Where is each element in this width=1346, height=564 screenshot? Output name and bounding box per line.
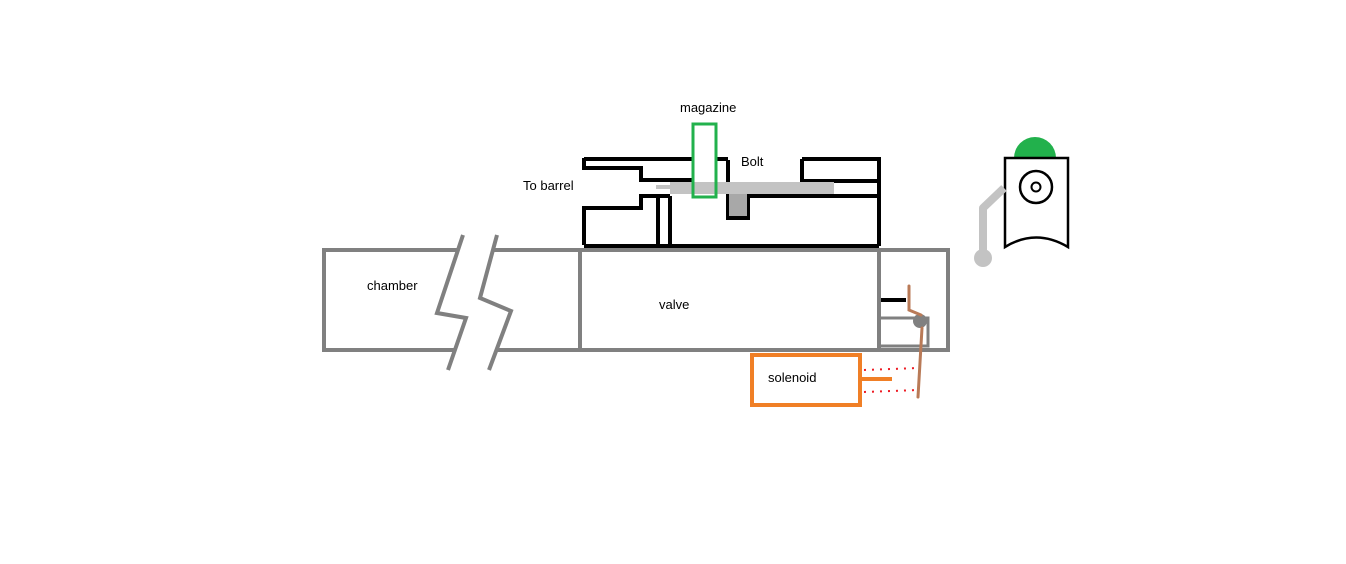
magazine-label: magazine: [680, 100, 737, 115]
linkage-lever: [907, 284, 923, 317]
valve-label: valve: [659, 297, 690, 312]
solenoid-wires: [863, 367, 919, 393]
bolt-tab: [729, 194, 747, 216]
trigger-arm-knob: [974, 249, 992, 267]
solenoid-label: solenoid: [768, 370, 817, 385]
trigger-arm: [979, 185, 1007, 256]
chamber-body: [322, 248, 950, 352]
wire-top: [863, 367, 919, 371]
bolt-tip: [656, 185, 672, 189]
to-barrel-label: To barrel: [523, 178, 574, 193]
bolt: [656, 182, 834, 216]
wire-bottom: [863, 389, 919, 393]
trigger-inner-ring: [1030, 181, 1042, 193]
chamber-outline: [322, 248, 950, 352]
green-button-icon[interactable]: [1014, 137, 1056, 158]
bolt-handle-slot: [726, 160, 879, 220]
chamber-label: chamber: [367, 278, 418, 293]
breech-rear-inner: [800, 159, 879, 183]
magazine-tube: [691, 122, 718, 199]
trigger-icon[interactable]: [974, 137, 1070, 267]
bolt-rod: [670, 182, 834, 194]
break-lines: [434, 234, 514, 371]
linkage-rod: [916, 326, 924, 399]
valve-pivot: [913, 314, 927, 328]
linkage: [907, 284, 924, 399]
breech-housing: [582, 157, 881, 248]
valve-seat: [881, 316, 930, 348]
breech-upper-lip: [582, 158, 692, 182]
solenoid: [750, 353, 892, 407]
breech-left-wall: [582, 194, 670, 245]
valve-mechanism: [881, 298, 930, 348]
trigger-outer-ring: [1018, 169, 1054, 205]
breech-rear-block: [802, 157, 881, 246]
bolt-label: Bolt: [741, 154, 764, 169]
break-line-left: [434, 234, 469, 371]
break-line-right: [477, 234, 514, 371]
break-symbol-icon: [436, 232, 511, 372]
